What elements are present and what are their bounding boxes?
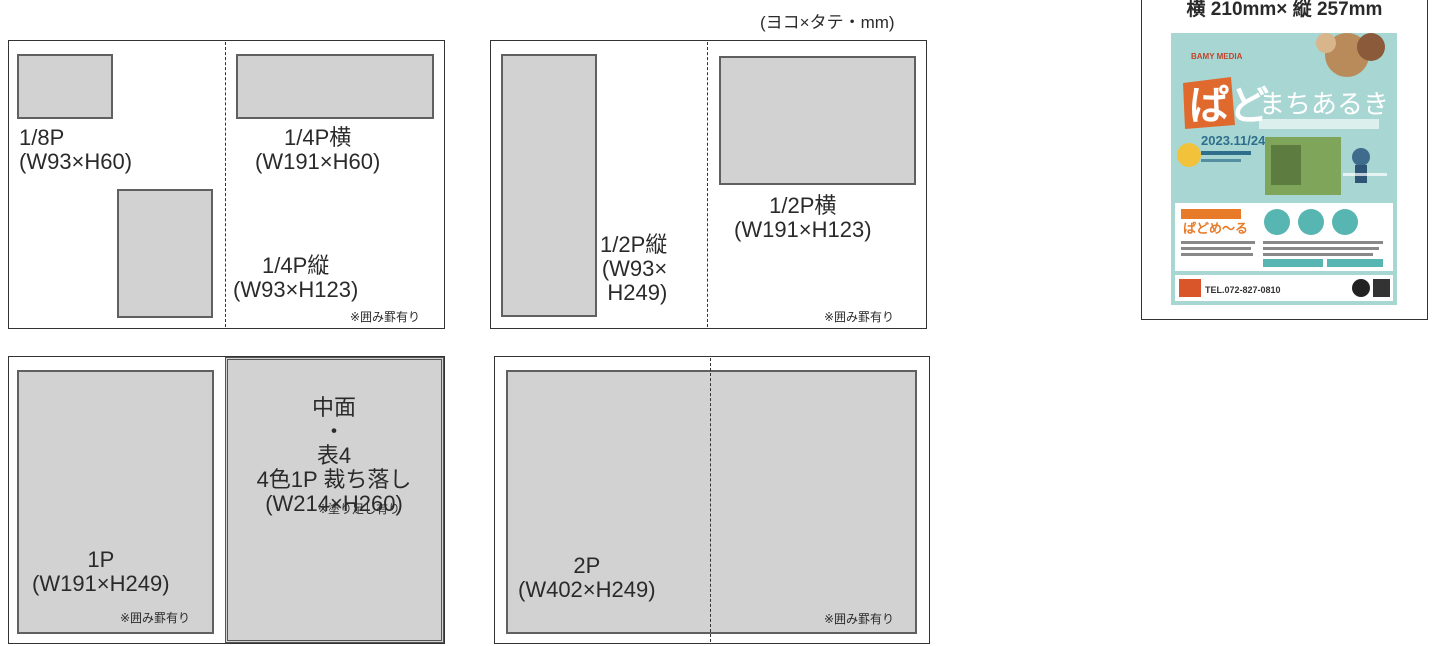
fold-line [707, 42, 708, 327]
boxed-rule-note: ※囲み罫有り [350, 310, 421, 324]
boxed-rule-note: ※囲み罫有り [824, 310, 895, 324]
ad-box-full-page [17, 370, 214, 634]
label-quarter-vertical: 1/4P縦 (W93×H123) [233, 253, 359, 302]
ad-box-half-horizontal [719, 56, 916, 185]
svg-text:TEL.072-827-0810: TEL.072-827-0810 [1205, 285, 1281, 295]
unit-note: (ヨコ×タテ・mm) [760, 13, 895, 32]
svg-text:ぱど: ぱど [1189, 83, 1269, 129]
label-inner-cover: 中面 ・ 表4 4色1P 裁ち落し (W214×H260) [256, 395, 412, 516]
svg-text:ぱどめ～る: ぱどめ～る [1183, 221, 1248, 237]
label-spread: 2P (W402×H249) [518, 553, 656, 602]
label-eighth-page: 1/8P (W93×H60) [19, 125, 133, 174]
boxed-rule-note: ※囲み罫有り [824, 612, 895, 626]
svg-text:2023.11/24: 2023.11/24 [1201, 133, 1266, 148]
label-quarter-horizontal: 1/4P横 (W191×H60) [255, 125, 381, 174]
fold-line [225, 42, 226, 327]
bleed-note: ※塗り足し有り [318, 502, 401, 516]
ad-box-quarter-vertical [117, 189, 213, 318]
svg-text:まちあるき: まちあるき [1259, 90, 1389, 120]
label-full-page: 1P (W191×H249) [32, 547, 170, 596]
svg-text:BAMY MEDIA: BAMY MEDIA [1191, 52, 1243, 61]
label-half-horizontal: 1/2P横 (W191×H123) [734, 193, 872, 242]
ad-box-spread [506, 370, 917, 634]
fold-line [710, 358, 711, 642]
label-half-vertical: 1/2P縦 (W93× H249) [600, 232, 668, 305]
ad-box-quarter-horizontal [236, 54, 434, 119]
ad-box-inner-cover [225, 357, 444, 643]
ad-box-half-vertical [501, 54, 597, 317]
boxed-rule-note: ※囲み罫有り [120, 611, 191, 625]
ad-box-eighth-page [17, 54, 113, 119]
cover-illustration: BAMY MEDIA ぱど まちあるき 2023.11/24 ぱどめ～る [1171, 33, 1397, 305]
cover-sample-panel: 横 210mm× 縦 257mm BAMY MEDIA ぱど まちあるき 202… [1141, 0, 1428, 320]
cover-size-label: 横 210mm× 縦 257mm [1186, 0, 1383, 20]
cover-thumbnail: BAMY MEDIA ぱど まちあるき 2023.11/24 ぱどめ～る [1171, 33, 1397, 305]
